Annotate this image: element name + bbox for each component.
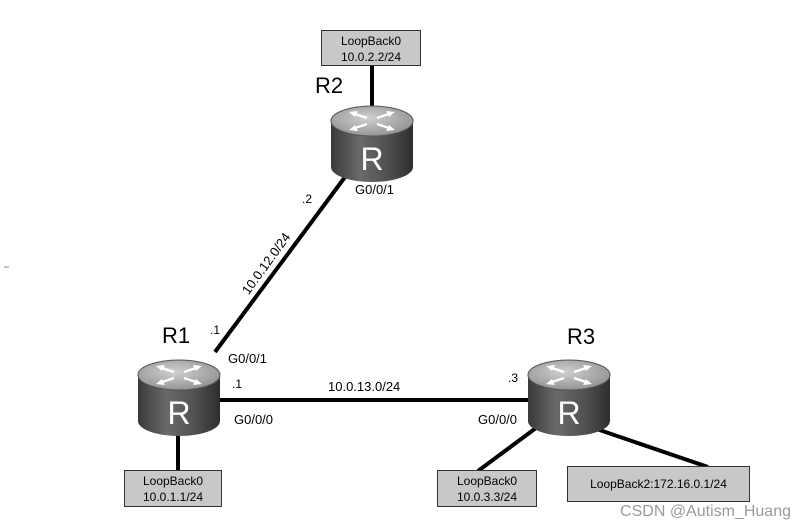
link-r3-loopback2: [581, 422, 709, 469]
router-r3-glyph: R: [557, 395, 580, 431]
r1-loopback0-box: LoopBack0 10.0.1.1/24: [124, 470, 222, 507]
r1-interface-g001: G0/0/1: [228, 351, 268, 366]
r1-host-id-link12: .1: [210, 323, 221, 337]
csdn-watermark: CSDN @Autism_Huang: [620, 503, 791, 520]
subnet-link13-label: 10.0.13.0/24: [328, 379, 401, 394]
link-r3-loopback0: [476, 423, 542, 473]
router-r2-name: R2: [315, 73, 344, 98]
r1-loopback0-ip: 10.0.1.1/24: [142, 490, 204, 504]
link-r1-r2: [213, 175, 347, 354]
router-r2-glyph: R: [360, 141, 383, 177]
r3-loopback0-ip: 10.0.3.3/24: [456, 490, 518, 504]
r2-loopback0-name: LoopBack0: [340, 34, 402, 48]
r2-loopback0-box: LoopBack0 10.0.2.2/24: [321, 30, 421, 66]
r1-host-id-link13: .1: [232, 377, 243, 391]
r3-loopback2-label: LoopBack2:172.16.0.1/24: [590, 477, 727, 491]
r3-loopback2-box: LoopBack2:172.16.0.1/24: [567, 466, 750, 502]
r2-host-id-link12: .2: [302, 192, 313, 206]
router-r1: R: [136, 358, 222, 438]
router-r2: R: [329, 104, 415, 184]
router-r1-name: R1: [162, 323, 191, 348]
r1-loopback0-name: LoopBack0: [142, 474, 204, 488]
r2-interface-g001: G0/0/1: [355, 182, 395, 197]
r3-loopback0-box: LoopBack0 10.0.3.3/24: [437, 470, 537, 507]
router-r1-glyph: R: [167, 395, 190, 431]
r3-loopback0-name: LoopBack0: [456, 474, 518, 488]
r3-host-id-link13: .3: [508, 371, 519, 385]
router-r3-name: R3: [567, 324, 596, 349]
r2-loopback0-ip: 10.0.2.2/24: [340, 50, 402, 64]
router-r3: R: [526, 358, 612, 438]
r3-interface-g000: G0/0/0: [478, 412, 518, 427]
r1-interface-g000: G0/0/0: [234, 412, 274, 427]
